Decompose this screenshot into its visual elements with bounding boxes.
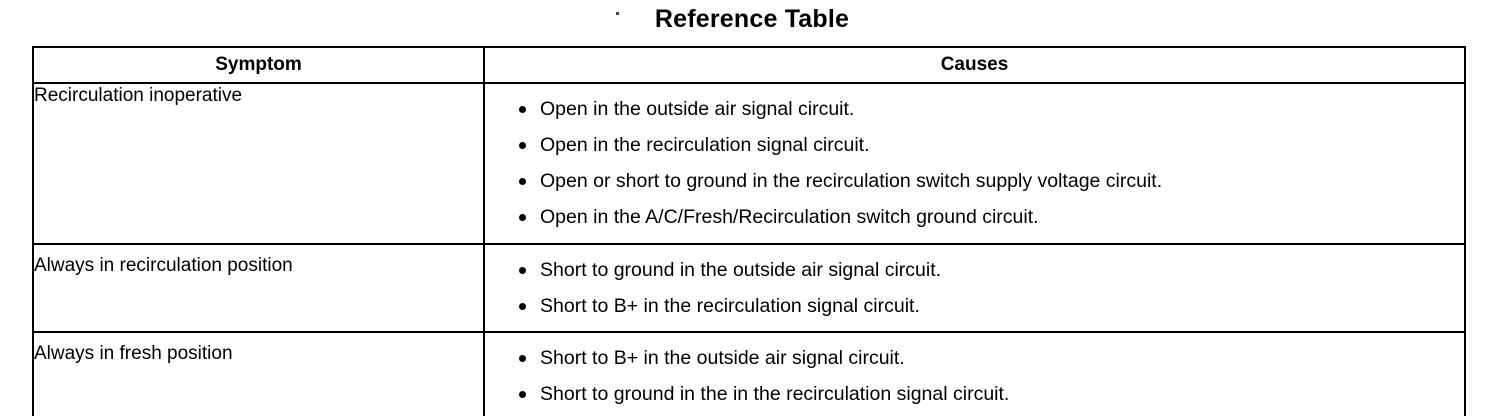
- list-item: Short to ground in the outside air signa…: [485, 252, 1464, 288]
- causes-cell: Short to B+ in the outside air signal ci…: [483, 331, 1466, 416]
- list-item: Open in the A/C/Fresh/Recirculation swit…: [485, 199, 1464, 235]
- list-item: Short to B+ in the outside air signal ci…: [485, 340, 1464, 376]
- bullet-icon: [519, 303, 526, 310]
- reference-table: Symptom Causes Recirculation inoperative…: [32, 46, 1466, 416]
- table-row: Always in recirculation position Short t…: [32, 243, 1466, 333]
- list-item: Short to ground in the in the recirculat…: [485, 376, 1464, 412]
- cause-text: Short to B+ in the recirculation signal …: [540, 295, 920, 317]
- cause-text: Open in the A/C/Fresh/Recirculation swit…: [540, 206, 1039, 228]
- cause-text: Open in the recirculation signal circuit…: [540, 134, 870, 156]
- list-item: Open in the recirculation signal circuit…: [485, 127, 1464, 163]
- causes-cell: Short to ground in the outside air signa…: [483, 243, 1466, 333]
- symptom-cell: Always in fresh position: [32, 331, 485, 416]
- bullet-icon: [519, 106, 526, 113]
- cause-text: Open or short to ground in the recircula…: [540, 170, 1163, 192]
- causes-list: Short to ground in the outside air signa…: [485, 252, 1464, 324]
- cause-text: Open in the outside air signal circuit.: [540, 98, 855, 120]
- scan-artifact-speck: [616, 12, 619, 15]
- causes-list: Short to B+ in the outside air signal ci…: [485, 340, 1464, 412]
- bullet-icon: [519, 355, 526, 362]
- causes-list: Open in the outside air signal circuit. …: [485, 91, 1464, 235]
- table-header-row: Symptom Causes: [32, 46, 1466, 84]
- column-header-causes: Causes: [483, 46, 1466, 84]
- cause-text: Short to ground in the in the recirculat…: [540, 383, 1010, 405]
- cause-text: Short to B+ in the outside air signal ci…: [540, 347, 905, 369]
- table-row: Recirculation inoperative Open in the ou…: [32, 82, 1466, 245]
- symptom-cell: Always in recirculation position: [32, 243, 485, 333]
- page-title: Reference Table: [654, 5, 850, 33]
- list-item: Open or short to ground in the recircula…: [485, 163, 1464, 199]
- column-header-symptom: Symptom: [32, 46, 485, 84]
- bullet-icon: [519, 267, 526, 274]
- list-item: Short to B+ in the recirculation signal …: [485, 288, 1464, 324]
- bullet-icon: [519, 391, 526, 398]
- bullet-icon: [519, 214, 526, 221]
- symptom-cell: Recirculation inoperative: [32, 82, 485, 245]
- table-row: Always in fresh position Short to B+ in …: [32, 331, 1466, 416]
- bullet-icon: [519, 142, 526, 149]
- list-item: Open in the outside air signal circuit.: [485, 91, 1464, 127]
- cause-text: Short to ground in the outside air signa…: [540, 259, 942, 281]
- bullet-icon: [519, 178, 526, 185]
- causes-cell: Open in the outside air signal circuit. …: [483, 82, 1466, 245]
